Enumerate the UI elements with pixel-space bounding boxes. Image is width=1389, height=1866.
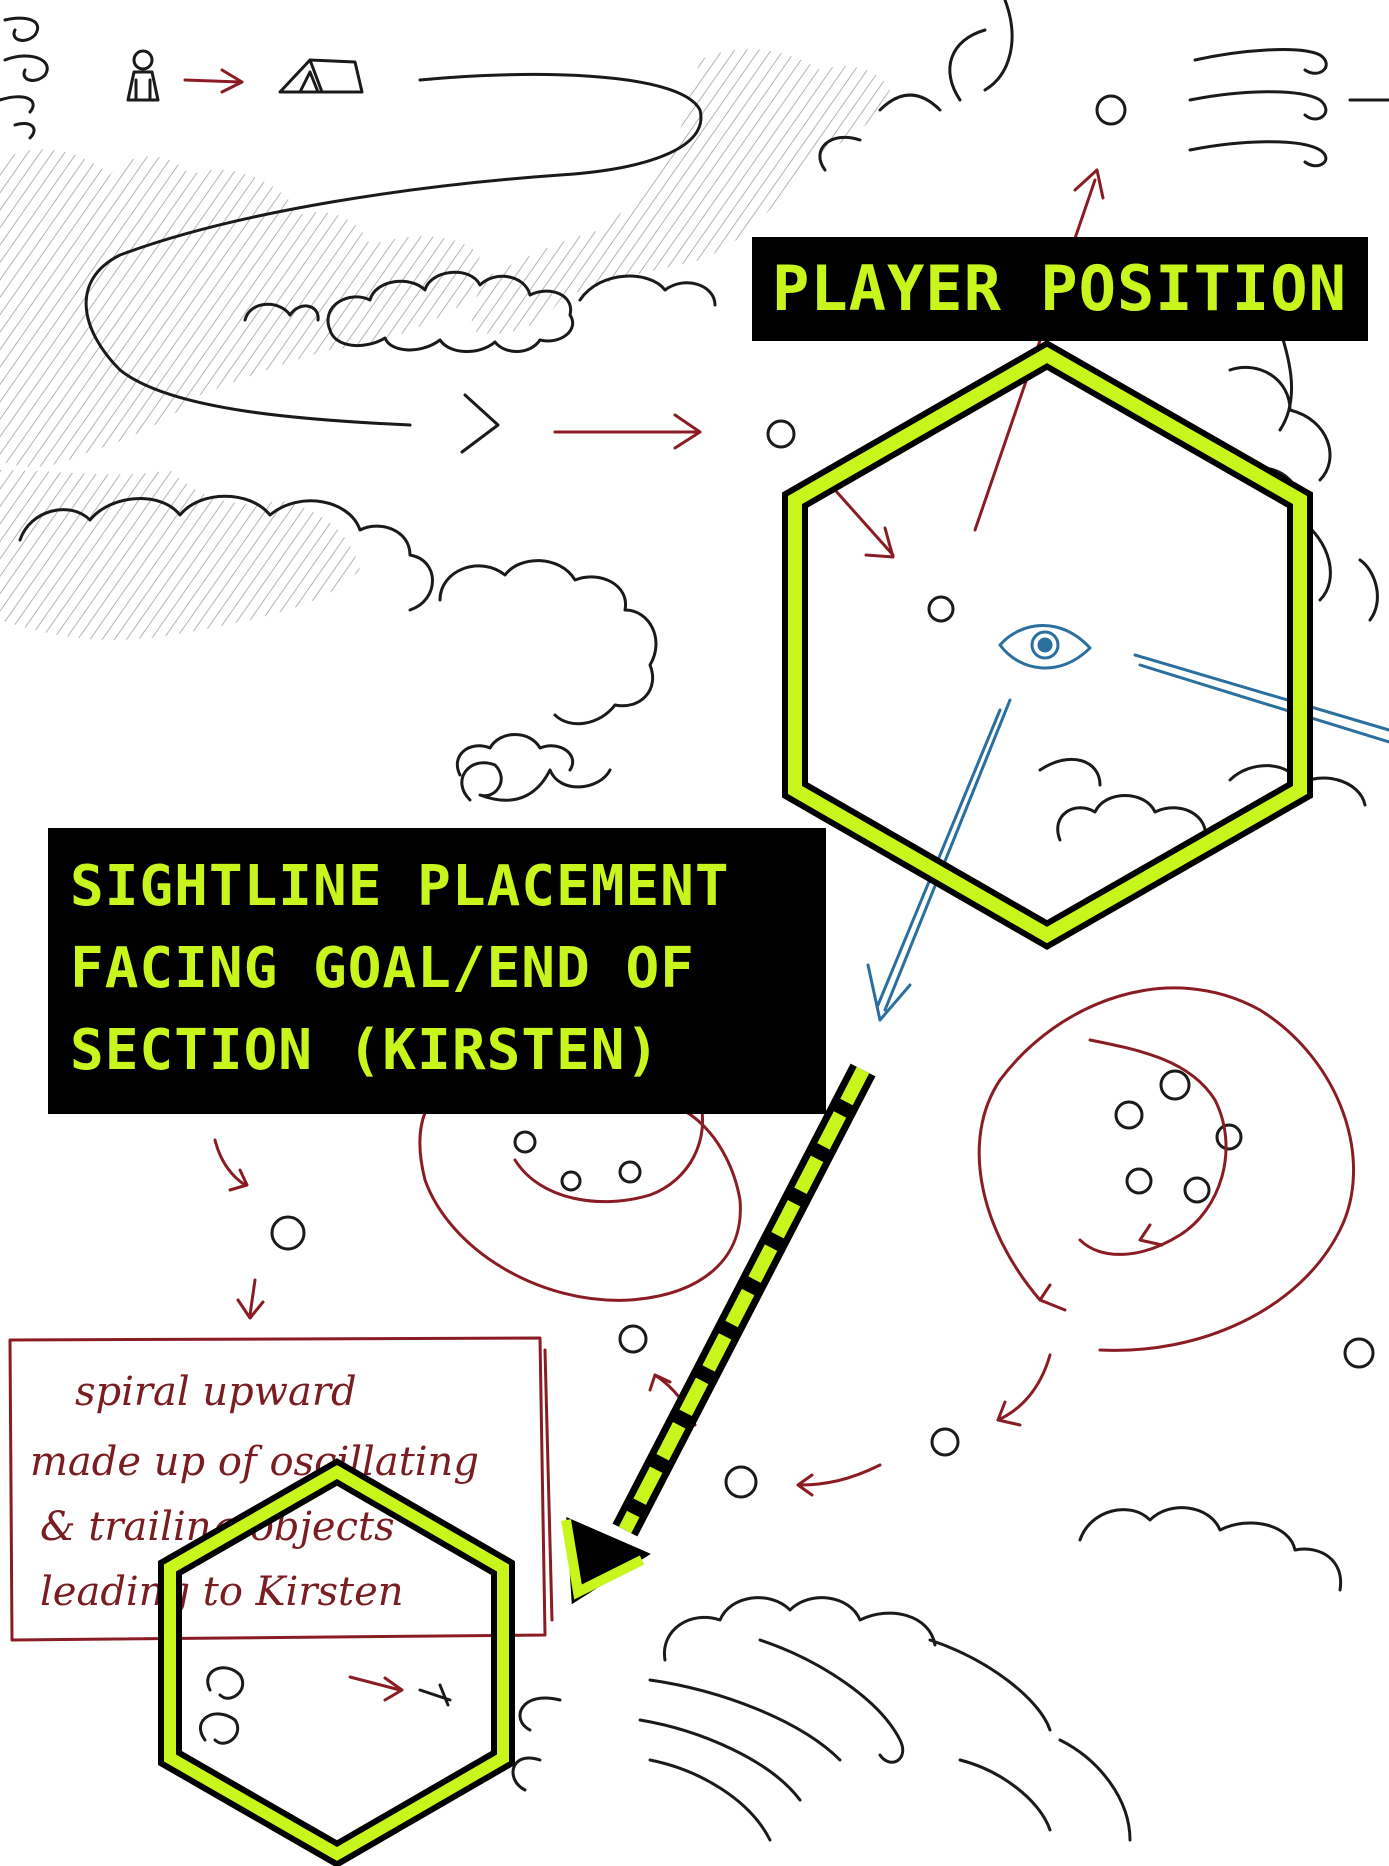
sightline-down bbox=[866, 698, 1012, 1022]
note-arrow bbox=[348, 1675, 404, 1702]
circle-marker-icon bbox=[270, 94, 1375, 1499]
dashed-arrow-to-target bbox=[561, 1063, 876, 1605]
shaded-cloud-left-mid bbox=[0, 470, 360, 640]
hexagon-sightline-target bbox=[158, 1458, 515, 1866]
shaded-cloud-top-center bbox=[470, 49, 890, 334]
note-line-1: spiral upward bbox=[75, 1369, 357, 1415]
player-figure-icon bbox=[126, 49, 160, 102]
hexagon-player-position bbox=[782, 340, 1313, 950]
sightline-placement-label: SIGHTLINE PLACEMENT FACING GOAL/END OF S… bbox=[48, 828, 826, 1114]
eye-icon bbox=[998, 624, 1092, 670]
sightline-label-line-1: SIGHTLINE PLACEMENT bbox=[70, 854, 730, 919]
cloud-bottom-right bbox=[663, 1506, 1343, 1662]
shaded-cloud-top-left bbox=[0, 149, 480, 467]
note-line-4: leading to Kirsten bbox=[40, 1569, 404, 1615]
note-sketch-scribbles bbox=[198, 1666, 452, 1745]
red-arrow-path bbox=[553, 413, 702, 450]
winding-path bbox=[84, 72, 703, 454]
red-arrow-into-hex bbox=[833, 488, 895, 559]
player-position-label: PLAYER POSITION bbox=[752, 237, 1368, 341]
swirl-trail bbox=[460, 761, 612, 802]
sightline-right bbox=[1133, 653, 1389, 744]
wind-lines-bottom bbox=[511, 1638, 1132, 1842]
note-text: spiral upward made up of oscillating & t… bbox=[30, 1369, 479, 1615]
red-arrow-start bbox=[183, 68, 244, 94]
tent-icon bbox=[278, 58, 364, 94]
wind-swirls-top-left bbox=[0, 16, 49, 140]
cloud-right-mid bbox=[1038, 757, 1367, 842]
cloud-center-row bbox=[243, 270, 717, 353]
cloud-middle bbox=[18, 494, 658, 777]
wind-swirls-top-right bbox=[1188, 48, 1328, 168]
sightline-label-line-3: SECTION (KIRSTEN) bbox=[70, 1018, 661, 1083]
sightline-label-line-2: FACING GOAL/END OF bbox=[70, 936, 695, 1001]
note-box bbox=[8, 1336, 554, 1642]
note-line-2: made up of oscillating bbox=[30, 1439, 479, 1485]
spiral-ring-right bbox=[977, 986, 1355, 1352]
